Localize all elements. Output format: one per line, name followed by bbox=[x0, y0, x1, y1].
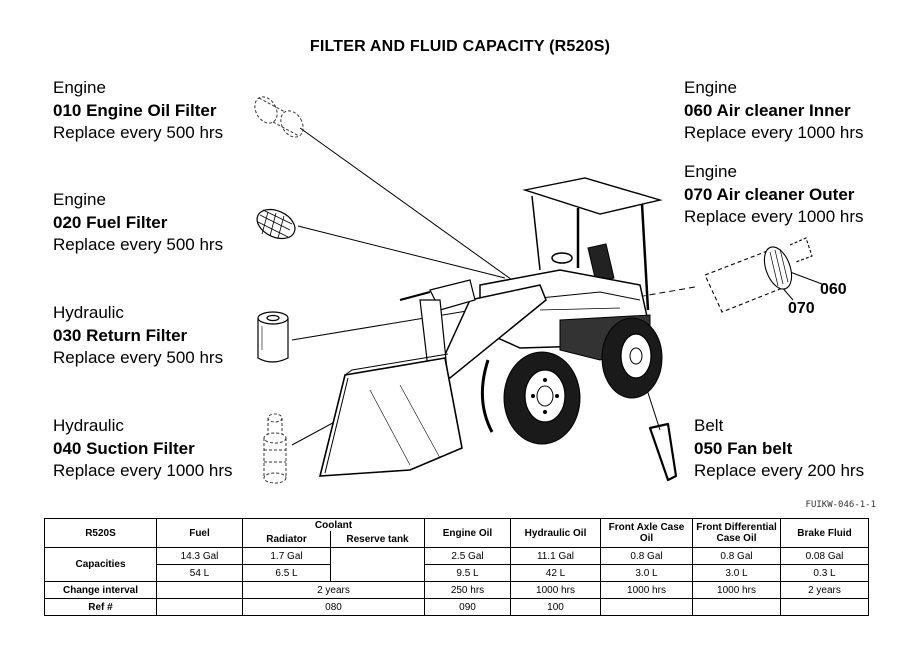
callout-engine-oil-filter: Engine 010 Engine Oil Filter Replace eve… bbox=[53, 77, 223, 145]
callout-category: Belt bbox=[694, 416, 724, 435]
loader-illustration bbox=[254, 96, 823, 484]
cell-front-diff-gal: 0.8 Gal bbox=[692, 547, 781, 565]
header-radiator: Radiator bbox=[242, 531, 331, 548]
callout-interval: Replace every 500 hrs bbox=[53, 348, 224, 367]
callout-category: Engine bbox=[53, 190, 106, 209]
callout-part: 060 Air cleaner Inner bbox=[684, 100, 851, 120]
cell-radiator-gal: 1.7 Gal bbox=[242, 547, 331, 565]
cell-engine-oil-liter: 9.5 L bbox=[424, 564, 511, 582]
cell-engine-oil-interval: 250 hrs bbox=[424, 581, 511, 599]
cell-front-axle-gal: 0.8 Gal bbox=[600, 547, 693, 565]
header-front-axle: Front Axle Case Oil bbox=[600, 518, 693, 548]
row-label-ref: Ref # bbox=[44, 598, 157, 616]
return-filter-icon bbox=[257, 311, 289, 363]
cell-fuel-ref bbox=[156, 598, 243, 616]
callout-category: Engine bbox=[684, 162, 737, 181]
fan-belt-icon bbox=[648, 422, 678, 482]
cell-brake-fluid-liter: 0.3 L bbox=[780, 564, 869, 582]
callout-category: Engine bbox=[53, 78, 106, 97]
callout-interval: Replace every 1000 hrs bbox=[684, 207, 864, 226]
cell-front-axle-ref bbox=[600, 598, 693, 616]
cell-hydraulic-oil-ref: 100 bbox=[510, 598, 601, 616]
header-front-diff: Front Differential Case Oil bbox=[692, 518, 781, 548]
leader-line-020 bbox=[297, 225, 506, 279]
callout-part: 050 Fan belt bbox=[694, 438, 793, 458]
cell-fuel-interval bbox=[156, 581, 243, 599]
cell-engine-oil-ref: 090 bbox=[424, 598, 511, 616]
cell-brake-fluid-ref bbox=[780, 598, 869, 616]
callout-part: 010 Engine Oil Filter bbox=[53, 100, 217, 120]
header-hydraulic-oil: Hydraulic Oil bbox=[510, 518, 601, 548]
cell-front-diff-ref bbox=[692, 598, 781, 616]
cell-coolant-interval: 2 years bbox=[242, 581, 425, 599]
cell-front-diff-liter: 3.0 L bbox=[692, 564, 781, 582]
header-brake-fluid: Brake Fluid bbox=[780, 518, 869, 548]
callout-part: 070 Air cleaner Outer bbox=[684, 184, 855, 204]
callout-part: 020 Fuel Filter bbox=[53, 212, 168, 232]
callout-suction-filter: Hydraulic 040 Suction Filter Replace eve… bbox=[53, 415, 233, 483]
page-title: FILTER AND FLUID CAPACITY (R520S) bbox=[309, 38, 611, 55]
row-label-change-interval: Change interval bbox=[44, 581, 157, 599]
row-label-capacities: Capacities bbox=[44, 547, 157, 582]
callout-category: Hydraulic bbox=[53, 416, 124, 435]
cell-fuel-gal: 14.3 Gal bbox=[156, 547, 243, 565]
cell-hydraulic-oil-gal: 11.1 Gal bbox=[510, 547, 601, 565]
cell-radiator-liter: 6.5 L bbox=[242, 564, 331, 582]
wheel-loader-drawing bbox=[318, 177, 663, 477]
callout-air-cleaner-outer: Engine 070 Air cleaner Outer Replace eve… bbox=[684, 161, 864, 229]
capacity-table: R520S Fuel Coolant Engine Oil Hydraulic … bbox=[44, 518, 869, 616]
callout-air-cleaner-inner: Engine 060 Air cleaner Inner Replace eve… bbox=[684, 77, 864, 145]
callout-fan-belt: Belt 050 Fan belt Replace every 200 hrs bbox=[694, 415, 864, 483]
callout-interval: Replace every 1000 hrs bbox=[684, 123, 864, 142]
callout-part: 030 Return Filter bbox=[53, 325, 188, 345]
cell-front-axle-liter: 3.0 L bbox=[600, 564, 693, 582]
leader-line-060 bbox=[789, 271, 823, 285]
air-cleaner-icon bbox=[704, 237, 813, 313]
cell-brake-fluid-interval: 2 years bbox=[780, 581, 869, 599]
suction-filter-icon bbox=[263, 413, 287, 484]
cell-fuel-liter: 54 L bbox=[156, 564, 243, 582]
cell-front-axle-interval: 1000 hrs bbox=[600, 581, 693, 599]
header-engine-oil: Engine Oil bbox=[424, 518, 511, 548]
callout-category: Engine bbox=[684, 78, 737, 97]
callout-interval: Replace every 1000 hrs bbox=[53, 461, 233, 480]
callout-interval: Replace every 500 hrs bbox=[53, 123, 224, 142]
cell-brake-fluid-gal: 0.08 Gal bbox=[780, 547, 869, 565]
callout-part: 040 Suction Filter bbox=[53, 438, 195, 458]
engine-oil-filter-icon bbox=[254, 96, 304, 138]
cell-reserve bbox=[330, 547, 425, 582]
part-number-060: 060 bbox=[820, 281, 847, 298]
figure-code: FUIKW-046-1-1 bbox=[805, 500, 876, 510]
cell-hydraulic-oil-liter: 42 L bbox=[510, 564, 601, 582]
header-reserve-tank: Reserve tank bbox=[330, 531, 425, 548]
cell-hydraulic-oil-interval: 1000 hrs bbox=[510, 581, 601, 599]
header-fuel: Fuel bbox=[156, 518, 243, 548]
cell-front-diff-interval: 1000 hrs bbox=[692, 581, 781, 599]
cell-coolant-ref: 080 bbox=[242, 598, 425, 616]
part-number-070: 070 bbox=[788, 300, 815, 317]
leader-line-010 bbox=[299, 127, 541, 301]
callout-category: Hydraulic bbox=[53, 303, 124, 322]
header-coolant: Coolant bbox=[242, 518, 425, 531]
cell-engine-oil-gal: 2.5 Gal bbox=[424, 547, 511, 565]
callout-fuel-filter: Engine 020 Fuel Filter Replace every 500… bbox=[53, 189, 223, 257]
callout-interval: Replace every 200 hrs bbox=[694, 461, 865, 480]
header-model: R520S bbox=[44, 518, 157, 548]
fuel-filter-icon bbox=[256, 208, 296, 240]
callout-interval: Replace every 500 hrs bbox=[53, 235, 224, 254]
callout-return-filter: Hydraulic 030 Return Filter Replace ever… bbox=[53, 302, 223, 370]
